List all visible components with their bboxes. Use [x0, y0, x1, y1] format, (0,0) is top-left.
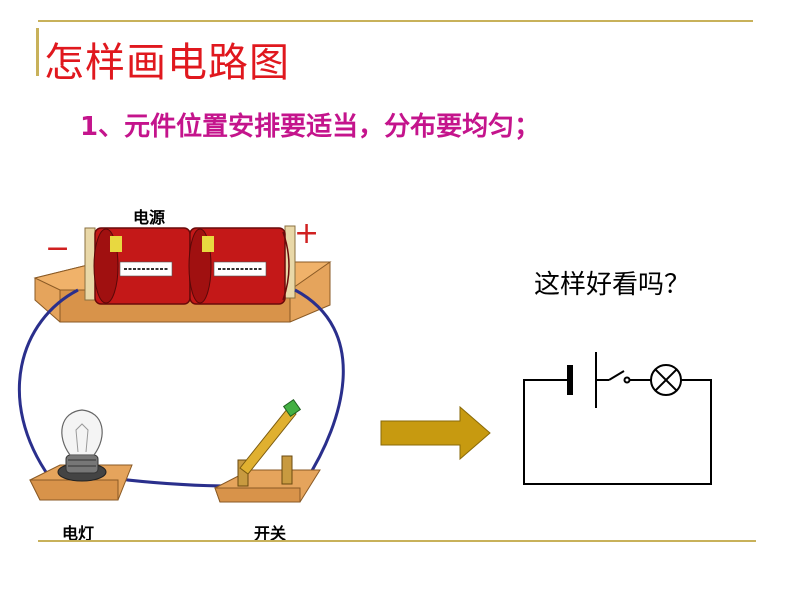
circuit-schematic	[523, 352, 712, 485]
switch	[214, 398, 321, 503]
slide-title: 怎样画电路图	[44, 40, 290, 86]
lamp	[29, 409, 133, 501]
top-rule	[38, 20, 753, 22]
plus-sign: +	[294, 216, 319, 251]
minus-sign: −	[45, 231, 70, 266]
question-text: 这样好看吗？	[534, 270, 691, 300]
power-label: 电源	[133, 208, 166, 227]
point-text: 1、元件位置安排要适当，分布要均匀；	[80, 112, 541, 142]
battery-cell-2	[188, 227, 290, 305]
lamp-label: 电灯	[62, 524, 95, 543]
bottom-rule	[38, 540, 756, 542]
switch-label: 开关	[254, 524, 287, 543]
right-arrow-icon	[380, 405, 491, 461]
battery-cell-1	[93, 227, 197, 305]
title-accent-bar	[36, 28, 39, 76]
